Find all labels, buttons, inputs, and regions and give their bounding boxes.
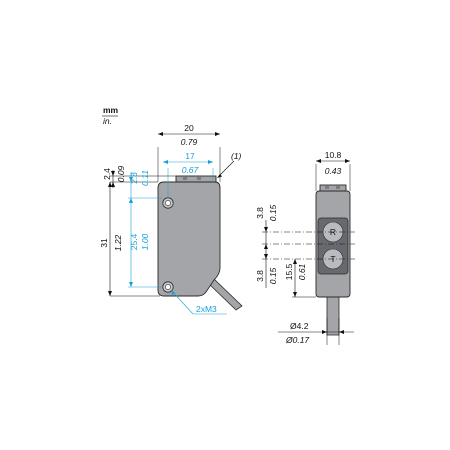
front-tab-detail-left — [183, 177, 187, 180]
side-t-offset-in: 0.15 — [268, 267, 278, 284]
dim-arrows — [322, 330, 344, 334]
unit-in: in. — [103, 116, 112, 126]
side-t-offset-mm: 3.8 — [255, 270, 265, 282]
front-vertical-hole-mm: 25.4 — [129, 233, 139, 250]
cable-diameter-in: Ø0.17 — [285, 335, 309, 345]
unit-mm: mm — [103, 105, 119, 115]
side-view: R T 10.8 0.43 3.8 0.15 3.8 0.15 15.5 0.6 — [255, 150, 355, 345]
side-r-offset-mm: 3.8 — [255, 207, 265, 219]
dim-arrows — [111, 171, 115, 187]
m3-leader — [170, 289, 194, 315]
note-arrow — [217, 174, 222, 178]
side-r-offset-in: 0.15 — [268, 204, 278, 221]
front-view: 20 0.79 17 0.67 (1) 2.4 0.09 2.8 0.11 31 — [99, 123, 243, 315]
front-top-offset-mm: 2.4 — [102, 168, 112, 180]
side-tab-detail-left — [325, 186, 329, 189]
front-hole-spacing-in: 0.67 — [182, 165, 199, 175]
side-tab-detail-right — [336, 186, 340, 189]
front-hole-spacing-mm: 17 — [185, 151, 195, 161]
front-housing — [157, 181, 221, 297]
note-leader — [218, 160, 235, 177]
mounting-hole-bottom — [162, 281, 174, 293]
front-vertical-hole-in: 1.00 — [140, 233, 150, 250]
front-width-in: 0.79 — [181, 137, 198, 147]
dim-arrows — [264, 227, 268, 249]
mounting-holes-label: 2xM3 — [196, 304, 217, 314]
front-tab-detail-right — [197, 177, 201, 180]
front-top-tab — [175, 175, 217, 183]
side-cable — [326, 296, 340, 336]
units-legend: mm in. — [102, 105, 119, 126]
side-width-in: 0.43 — [325, 166, 342, 176]
side-lens-height-in: 0.61 — [297, 263, 307, 280]
mounting-hole-top — [162, 197, 174, 209]
side-lens-height-mm: 15.5 — [284, 263, 294, 280]
front-hole-top-in: 0.11 — [140, 170, 150, 186]
front-hole-top-mm: 2.8 — [129, 172, 139, 184]
dim-arrows — [163, 160, 213, 164]
front-width-mm: 20 — [184, 123, 194, 133]
m3-arrow — [171, 290, 175, 295]
note-ref: (1) — [231, 151, 242, 161]
side-width-mm: 10.8 — [325, 150, 342, 160]
dim-arrows — [264, 254, 268, 259]
front-top-offset-in: 0.09 — [116, 165, 126, 182]
cable-diameter-mm: Ø4.2 — [290, 321, 309, 331]
side-top-tab — [319, 184, 347, 192]
front-height-in: 1.22 — [113, 234, 123, 251]
front-height-mm: 31 — [99, 238, 109, 248]
